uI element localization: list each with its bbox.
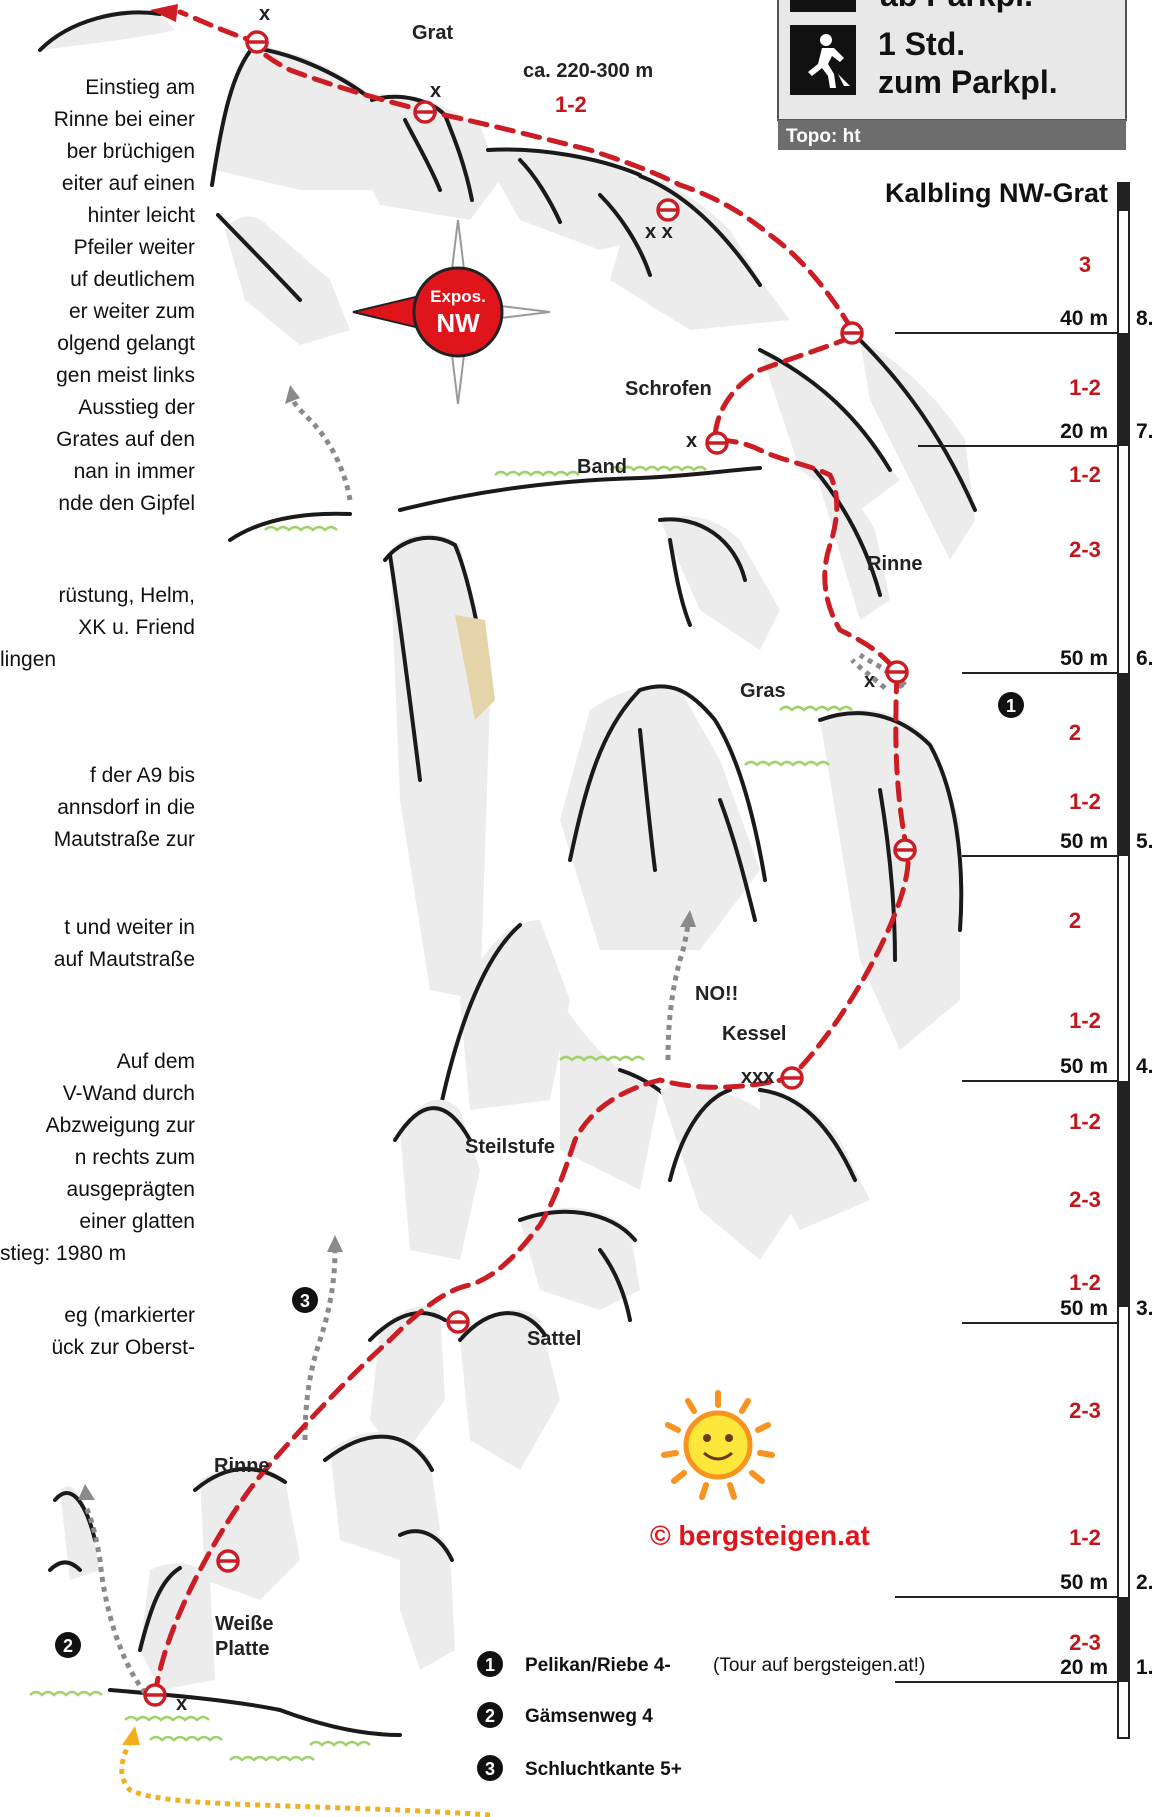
upper-exit-route xyxy=(293,400,350,500)
grade-label: 1-2 xyxy=(1069,1270,1101,1295)
legend-item-1: 1 Pelikan/Riebe 4- (Tour auf bergsteigen… xyxy=(477,1651,925,1677)
length-label: 20 m xyxy=(1060,1656,1108,1679)
pitch-number: 4. xyxy=(1136,1055,1154,1078)
belay-station xyxy=(707,433,727,453)
bolt-mark: x xyxy=(686,430,697,452)
pitch-number: 3. xyxy=(1136,1297,1154,1320)
belay-station xyxy=(247,32,267,52)
marker-2: 2 xyxy=(55,1632,81,1658)
svg-text:1: 1 xyxy=(485,1655,495,1675)
legend-name: Gämsenweg 4 xyxy=(525,1706,653,1727)
grade-label: 2-3 xyxy=(1069,1398,1101,1423)
grade-label: 1-2 xyxy=(1069,1008,1101,1033)
pitch-number: 5. xyxy=(1136,830,1154,853)
arrow-head xyxy=(327,1235,343,1252)
label-schrofen: Schrofen xyxy=(625,378,712,400)
grade-label: 2-3 xyxy=(1069,1187,1101,1212)
grade-label: 2-3 xyxy=(1069,1630,1101,1655)
bolt-mark: x xyxy=(176,1693,187,1715)
belay-station xyxy=(887,662,907,682)
pitch-number: 1. xyxy=(1136,1656,1154,1679)
walk-icon-partial xyxy=(790,0,856,12)
belay-station xyxy=(448,1312,468,1332)
label-rinne-lower: Rinne xyxy=(214,1455,270,1477)
label-weisse-platte-line1: Weiße xyxy=(215,1613,274,1635)
compass-label-expos: Expos. xyxy=(430,287,486,306)
label-grat: Grat xyxy=(412,22,453,44)
grade-label: 1-2 xyxy=(1069,375,1101,400)
grade-label: 2-3 xyxy=(1069,537,1101,562)
belay-station xyxy=(782,1068,802,1088)
length-label: 50 m xyxy=(1060,647,1108,670)
sun-logo xyxy=(664,1393,772,1497)
arrow-head xyxy=(285,385,300,404)
bolt-mark: x xyxy=(864,670,875,692)
svg-text:2: 2 xyxy=(63,1636,73,1656)
label-no: NO!! xyxy=(695,983,738,1005)
label-gras: Gras xyxy=(740,680,786,702)
belay-station xyxy=(415,102,435,122)
pitch-number: 7. xyxy=(1136,420,1154,443)
pitch-number: 2. xyxy=(1136,1571,1154,1594)
grade-label: 2 xyxy=(1069,908,1081,933)
info-line-1: ab Parkpl. xyxy=(880,0,1033,13)
svg-text:2: 2 xyxy=(485,1706,495,1726)
marker-3: 3 xyxy=(292,1287,318,1313)
arrow-head xyxy=(78,1484,95,1500)
info-line-2a: 1 Std. xyxy=(878,26,965,62)
length-label: 40 m xyxy=(1060,307,1108,330)
belay-station xyxy=(145,1685,165,1705)
grade-label: 2 xyxy=(1069,720,1081,745)
svg-text:3: 3 xyxy=(485,1759,495,1779)
belay-station xyxy=(895,840,915,860)
approach-path xyxy=(122,1742,490,1815)
copyright-label: © bergsteigen.at xyxy=(650,1520,870,1551)
length-label: 50 m xyxy=(1060,1571,1108,1594)
label-sattel: Sattel xyxy=(527,1328,581,1350)
length-label: 50 m xyxy=(1060,1297,1108,1320)
belay-station xyxy=(218,1551,238,1571)
marker-1: 1 xyxy=(998,692,1024,718)
info-box: ab Parkpl. 1 Std. zum Parkpl. Topo: ht xyxy=(778,0,1126,150)
bolt-mark: x xyxy=(430,80,441,102)
svg-text:1: 1 xyxy=(1006,696,1016,716)
bolt-mark: x x xyxy=(645,221,673,243)
belay-station xyxy=(658,200,678,220)
label-weisse-platte-line2: Platte xyxy=(215,1638,269,1660)
legend-item-3: 3 Schluchtkante 5+ xyxy=(477,1755,682,1781)
length-label: 50 m xyxy=(1060,830,1108,853)
label-kessel: Kessel xyxy=(722,1023,787,1045)
bolt-mark: x xyxy=(259,3,270,25)
belay-station xyxy=(842,323,862,343)
length-label: 20 m xyxy=(1060,420,1108,443)
length-label: 50 m xyxy=(1060,1055,1108,1078)
legend-note: (Tour auf bergsteigen.at!) xyxy=(713,1655,925,1676)
label-band: Band xyxy=(577,456,627,478)
legend-name: Schluchtkante 5+ xyxy=(525,1759,682,1780)
grade-label: 1-2 xyxy=(1069,1525,1101,1550)
legend-name: Pelikan/Riebe 4- xyxy=(525,1655,671,1676)
pitch-number: 6. xyxy=(1136,647,1154,670)
pitch-number: 8. xyxy=(1136,307,1154,330)
rock-formations xyxy=(40,13,975,1736)
label-rinne-upper: Rinne xyxy=(867,553,923,575)
arrow-head xyxy=(122,1726,140,1745)
svg-text:3: 3 xyxy=(300,1291,310,1311)
legend-item-2: 2 Gämsenweg 4 xyxy=(477,1702,653,1728)
topo-credit: Topo: ht xyxy=(786,126,861,147)
info-line-2b: zum Parkpl. xyxy=(878,64,1058,100)
grade-label: 1-2 xyxy=(1069,1109,1101,1134)
label-steilstufe: Steilstufe xyxy=(465,1136,555,1158)
grade-label: 3 xyxy=(1079,252,1091,277)
legend: 1 Pelikan/Riebe 4- (Tour auf bergsteigen… xyxy=(477,1651,925,1781)
grade-label: 1-2 xyxy=(1069,789,1101,814)
compass-label-nw: NW xyxy=(436,308,480,338)
compass-rose: Expos. NW xyxy=(353,220,550,404)
bolt-mark: xxx xyxy=(741,1066,774,1088)
grade-label: 1-2 xyxy=(1069,462,1101,487)
route-length: ca. 220-300 m xyxy=(523,60,653,82)
route-title: Kalbling NW-Grat xyxy=(885,178,1108,208)
overall-grade: 1-2 xyxy=(555,92,587,117)
